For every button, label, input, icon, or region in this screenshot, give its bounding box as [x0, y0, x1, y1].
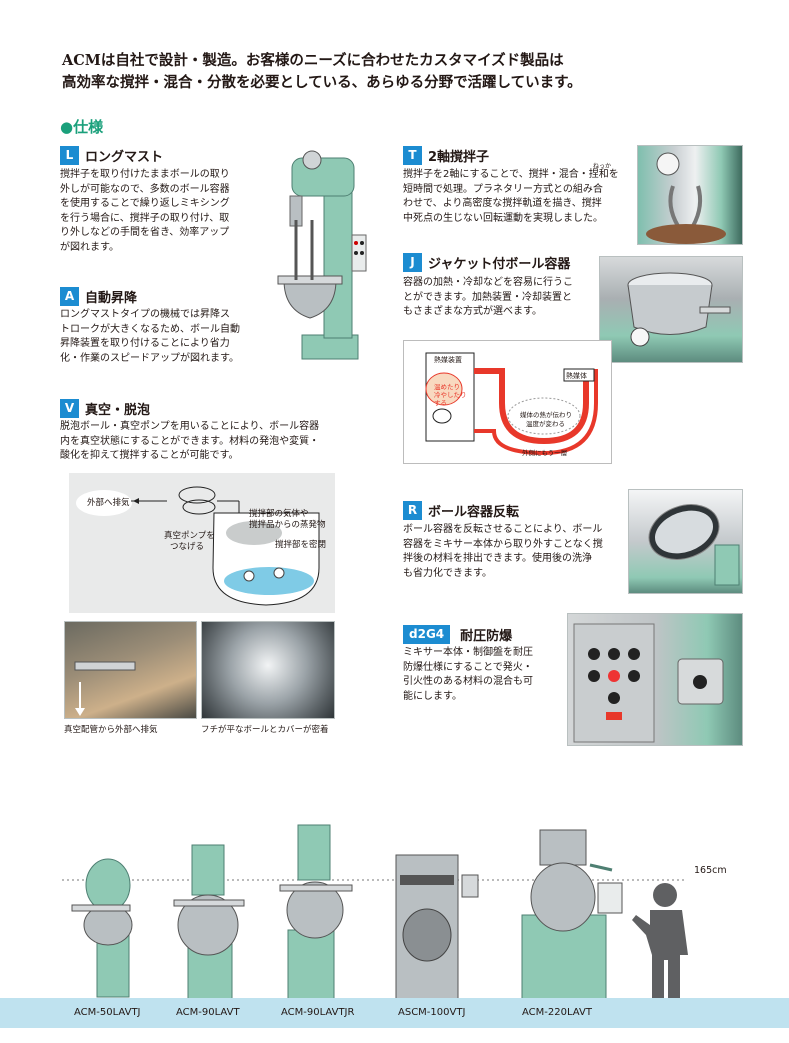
long-mast-machine-photo [277, 150, 367, 360]
bowl-tilt-drawing [648, 504, 740, 586]
model-lineup-illustration [62, 824, 688, 1001]
vapor-label-2: 撹拌品からの蒸発物 [249, 520, 326, 530]
bowl-tilt-title: ボール容器反転 [428, 504, 520, 520]
section-title-explosion-proof: d2G4 耐圧防爆 [403, 624, 512, 644]
machine-ascm-100vtj [395, 854, 479, 1001]
section-title-auto-lift: A 自動昇降 [60, 286, 137, 306]
jacket-diagram-drawing [425, 352, 598, 456]
warm-label-3: する [434, 399, 447, 407]
section-title-twin-shaft: T 2軸撹拌子 [403, 145, 489, 165]
badge-d2g4: d2G4 [403, 624, 451, 644]
vacuum-diagram: 外部へ排気 真空ポンプを つなげる 撹拌部の気体や 撹拌品からの蒸発物 撹拌部を… [69, 473, 335, 613]
bowl-tilt-text: ボール容器を反転させることにより、ボール 容器をミキサー本体から取り外すことなく… [403, 524, 603, 579]
badge-v: V [60, 398, 79, 418]
auto-lift-text: ロングマストタイプの機械では昇降ス トロークが大きくなるため、ボール自動 昇降装… [60, 309, 240, 364]
long-mast-text: 撹拌子を取り付けたままボールの取り 外しが可能なので、多数のボール容器 を使用す… [60, 169, 230, 253]
twin-shaft-drawing [646, 152, 726, 244]
transfer-label-1: 媒体の熱が伝わり [520, 411, 572, 419]
ruby-nekka: ねっか [593, 163, 612, 170]
long-mast-title: ロングマスト [85, 149, 164, 165]
jacket-title: ジャケット付ボール容器 [428, 256, 571, 272]
section-title-vacuum: V 真空・脱泡 [60, 398, 150, 418]
section-title-bowl-tilt: R ボール容器反転 [403, 500, 519, 520]
pipe-caption: 真空配管から外部へ排気 [64, 725, 158, 735]
twin-shaft-text: 撹拌子を2軸にすることで、撹拌・混合・捏和を 短時間で処理。プラネタリー方式との… [403, 169, 619, 224]
explosion-proof-title: 耐圧防爆 [460, 628, 513, 644]
intro-line-2: 高効率な撹拌・混合・分散を必要としている、あらゆる分野で活躍しています。 [62, 74, 582, 91]
machine-acm-220lavt [521, 829, 623, 1001]
machine-acm-50lavtj [71, 858, 133, 998]
vacuum-text: 脱泡ボール・真空ポンプを用いることにより、ボール容器 内を真空状態にすることがで… [60, 421, 320, 461]
height-marker: 165cm [694, 865, 727, 876]
twin-shaft-photo [637, 145, 743, 245]
jacket-bowl-drawing [627, 272, 731, 347]
vapor-label-1: 撹拌部の気体や [249, 509, 309, 519]
badge-r: R [403, 500, 422, 520]
lid-caption: フチが平なボールとカバーが密着 [201, 725, 329, 735]
vacuum-pipe-photo [64, 621, 197, 719]
sealed-label: 撹拌部を密閉 [275, 540, 327, 550]
auto-lift-title: 自動昇降 [85, 290, 138, 306]
exhaust-label: 外部へ排気 [87, 498, 130, 508]
section-title-jacket: J ジャケット付ボール容器 [403, 252, 570, 272]
medium-label: 熱媒体 [566, 372, 587, 380]
vacuum-diagram-drawing [76, 486, 320, 606]
model-label-acm-50lavtj: ACM-50LAVTJ [74, 1007, 141, 1018]
jacket-bowl-photo [599, 256, 743, 363]
warm-label-1: 温めたり [434, 383, 460, 391]
vacuum-pipe-drawing [74, 661, 136, 716]
explosion-proof-text: ミキサー本体・制御盤を耐圧 防爆仕様にすることで発火・ 引火性のある材料の混合も… [403, 647, 533, 702]
model-label-acm-220lavt: ACM-220LAVT [522, 1007, 592, 1018]
outer-layer-label: 外側にもう一層 [522, 449, 568, 457]
vacuum-bowl-photo [201, 621, 335, 719]
spec-heading: ●仕様 [60, 118, 104, 136]
section-title-long-mast: L ロングマスト [60, 145, 163, 165]
badge-t: T [403, 145, 422, 165]
heater-label: 熱媒装置 [434, 356, 462, 364]
model-label-band [0, 998, 789, 1028]
bowl-tilt-photo [628, 489, 743, 594]
explosion-proof-drawing [573, 623, 724, 743]
twin-shaft-title: 2軸撹拌子 [428, 149, 490, 165]
intro-text: ACMは自社で設計・製造。お客様のニーズに合わせたカスタマイズド製品は 高効率な… [62, 50, 622, 94]
intro-line-1: ACMは自社で設計・製造。お客様のニーズに合わせたカスタマイズド製品は [62, 52, 564, 69]
machine-acm-90lavt [173, 844, 245, 1001]
explosion-proof-photo [567, 613, 743, 746]
person-silhouette [632, 883, 688, 1000]
model-label-acm-90lavtjr: ACM-90LAVTJR [281, 1007, 355, 1018]
badge-l: L [60, 145, 79, 165]
warm-label-2: 冷やしたり [434, 391, 467, 399]
jacket-diagram: 熱媒装置 熱媒体 温めたり 冷やしたり する 媒体の熱が伝わり 温度が変わる 外… [403, 340, 612, 464]
badge-j: J [403, 252, 422, 272]
badge-a: A [60, 286, 79, 306]
model-label-ascm-100vtj: ASCM-100VTJ [398, 1007, 466, 1018]
pump-label-1: 真空ポンプを [164, 531, 215, 541]
jacket-text: 容器の加熱・冷却などを容易に行うこ とができます。加熱装置・冷却装置と もさまざ… [403, 277, 573, 317]
model-label-acm-90lavt: ACM-90LAVT [176, 1007, 240, 1018]
pump-label-2: つなげる [170, 542, 205, 552]
transfer-label-2: 温度が変わる [526, 420, 565, 428]
vacuum-title: 真空・脱泡 [85, 402, 151, 418]
machine-acm-90lavtjr [279, 824, 353, 1001]
